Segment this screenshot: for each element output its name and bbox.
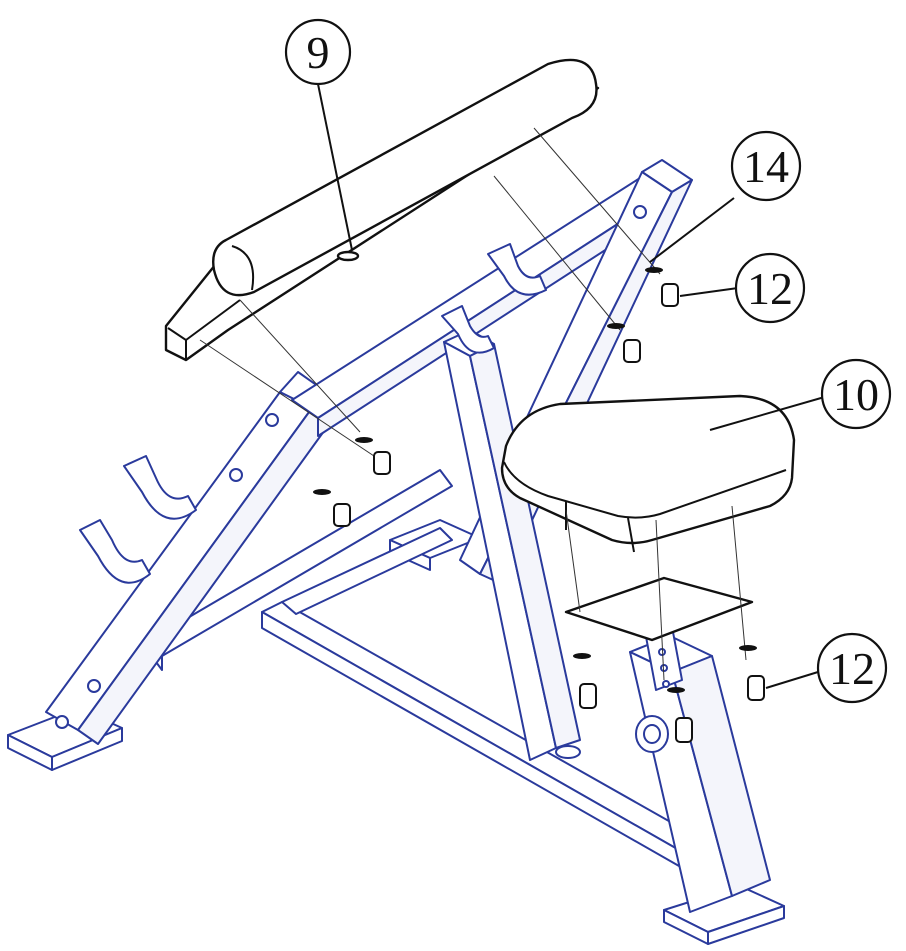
callout-9-label: 9 <box>307 27 330 78</box>
callout-12-bottom-label: 12 <box>829 643 875 694</box>
callout-10: 10 <box>820 358 892 430</box>
callout-12-bottom: 12 <box>816 632 888 704</box>
bar-holder-left-2 <box>123 455 197 520</box>
bar-holder-right-1 <box>441 305 495 354</box>
arm-pad <box>164 58 661 461</box>
bar-holder-right-2 <box>487 243 547 296</box>
seat-post <box>629 615 771 913</box>
bolts <box>313 267 765 743</box>
seat-pad <box>500 394 796 681</box>
callout-12-top: 12 <box>734 252 806 324</box>
callout-14: 14 <box>730 130 802 202</box>
callout-12-top-label: 12 <box>747 263 793 314</box>
bar-holder-left-1 <box>79 519 151 584</box>
callout-10-label: 10 <box>833 369 879 420</box>
callout-14-label: 14 <box>743 141 789 192</box>
callout-9: 9 <box>284 18 352 86</box>
base-rail-rear <box>281 527 453 615</box>
